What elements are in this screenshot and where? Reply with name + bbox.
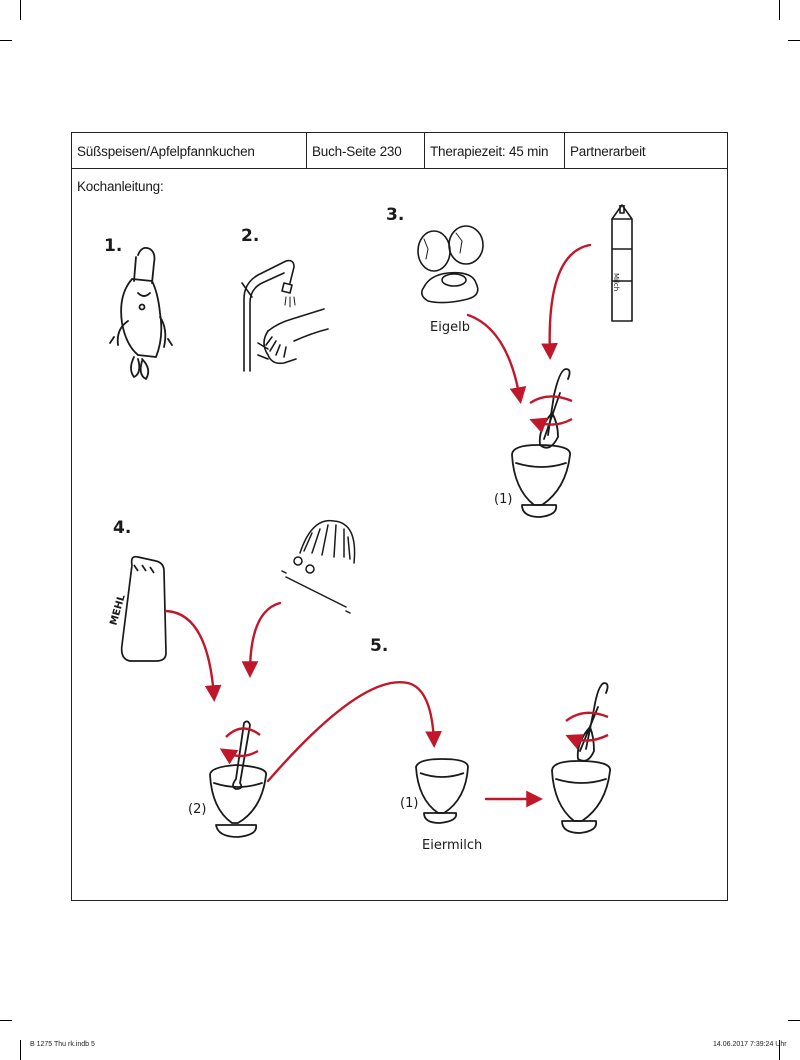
- crop-mark: [0, 40, 12, 41]
- bowl-mark-one-a: (1): [494, 492, 512, 507]
- arrow-icon: [541, 243, 592, 361]
- bowl-icon: [415, 758, 469, 824]
- crop-mark: [779, 0, 780, 20]
- step-number-4: 4.: [113, 518, 131, 538]
- page-reference: Buch-Seite 230: [306, 133, 424, 168]
- arrow-icon: [241, 601, 282, 679]
- recipe-title: Süßspeisen/Apfelpfannkuchen: [77, 144, 255, 159]
- egg-yolk-label: Eigelb: [430, 320, 470, 335]
- whisk-bowl-icon: [511, 368, 571, 518]
- step-number-2: 2.: [241, 226, 259, 246]
- stir-arrow: [566, 711, 609, 741]
- crop-mark: [788, 40, 800, 41]
- crop-mark: [779, 1040, 780, 1060]
- milk-carton-icon: [611, 204, 633, 322]
- recipe-sheet: Süßspeisen/Apfelpfannkuchen Buch-Seite 2…: [71, 132, 728, 901]
- bowl-icon: [209, 720, 267, 838]
- step-number-3: 3.: [386, 205, 404, 225]
- egg-milk-label: Eiermilch: [422, 838, 482, 853]
- stir-arrow: [224, 727, 261, 756]
- arrow-icon: [266, 680, 442, 783]
- crop-mark: [20, 1040, 21, 1060]
- instructions-heading: Kochanleitung:: [77, 179, 164, 194]
- work-mode: Partnerarbeit: [564, 133, 728, 168]
- faucet-hand-wash-icon: [241, 259, 329, 372]
- therapy-time: Therapiezeit: 45 min: [424, 133, 564, 168]
- whisk-bowl-icon: [551, 682, 611, 834]
- step-number-5: 5.: [370, 636, 388, 656]
- cracked-eggs-icon: [417, 225, 484, 304]
- footer-timestamp: 14.06.2017 7:39:24 Uhr: [713, 1041, 787, 1048]
- milk-carton-label: Milch: [612, 273, 620, 291]
- crop-mark: [788, 1020, 800, 1021]
- arrow-icon: [164, 609, 222, 703]
- bowl-mark-two: (2): [188, 802, 206, 817]
- bowl-mark-one-b: (1): [400, 796, 418, 811]
- instruction-illustrations: 1. 2. 3. 4. 5.: [104, 204, 633, 853]
- step-number-1: 1.: [104, 236, 122, 256]
- arrow-icon: [466, 313, 527, 404]
- footer-file-info: B 1275 Thu rk.indb 5: [30, 1041, 95, 1048]
- apron-icon: [109, 246, 173, 380]
- header-row: Süßspeisen/Apfelpfannkuchen Buch-Seite 2…: [72, 133, 727, 169]
- flour-bag-icon: [120, 555, 167, 662]
- crop-mark: [20, 0, 21, 20]
- bundt-cake-icon: [281, 519, 356, 614]
- stir-arrow: [530, 395, 573, 424]
- crop-mark: [0, 1020, 12, 1021]
